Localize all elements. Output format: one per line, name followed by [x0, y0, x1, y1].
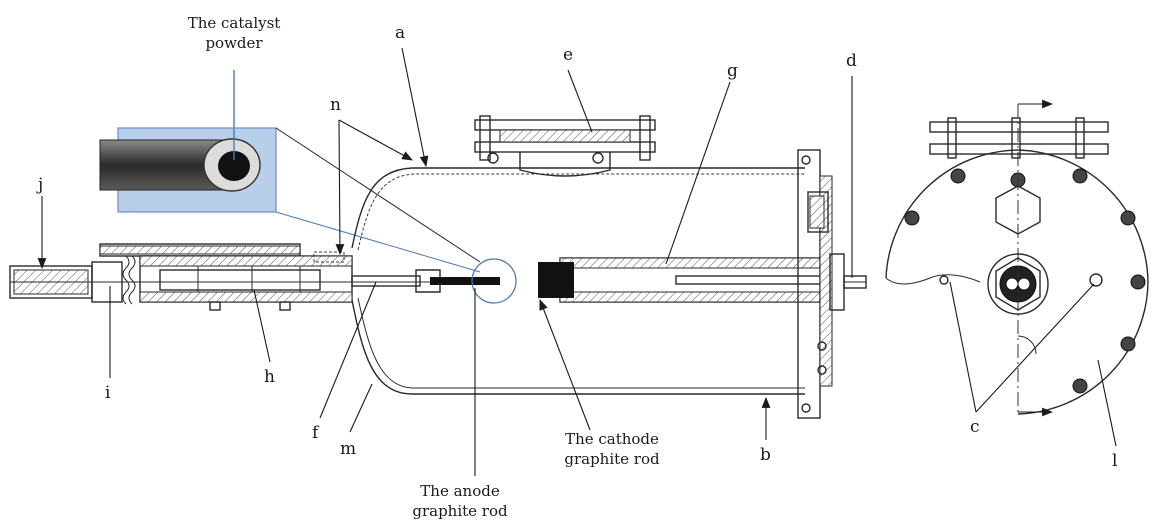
main-chamber: [351, 115, 867, 419]
label-catalyst-line1: The catalyst: [188, 14, 281, 32]
magnify-line-top: [275, 127, 481, 263]
magnify-line-bottom: [275, 211, 481, 273]
leader-lines: [37, 47, 1117, 476]
label-cathode-line1: The cathode: [565, 430, 659, 448]
label-j: j: [36, 175, 43, 195]
anode-rod: [430, 277, 500, 285]
label-h: h: [264, 367, 275, 387]
text-labels: The catalyst powder a n e g d j i h f m …: [36, 14, 1117, 520]
label-g: g: [727, 61, 738, 81]
end-view: [885, 99, 1149, 417]
left-feed-assembly: [9, 243, 450, 311]
label-a: a: [395, 23, 405, 43]
label-f: f: [312, 423, 320, 443]
label-n: n: [330, 95, 341, 115]
inset-powder-cavity: [218, 151, 250, 181]
label-c: c: [970, 417, 980, 437]
label-l: l: [1112, 451, 1117, 471]
magnify-circle: [471, 258, 517, 304]
label-b: b: [760, 445, 771, 465]
label-anode-line2: graphite rod: [412, 502, 508, 520]
label-d: d: [846, 51, 857, 71]
label-cathode-line2: graphite rod: [564, 450, 660, 468]
label-catalyst-line2: powder: [205, 34, 263, 52]
catalyst-inset: [99, 70, 481, 273]
label-anode-line1: The anode: [420, 482, 500, 500]
label-m: m: [340, 439, 356, 459]
label-e: e: [563, 45, 573, 65]
cathode-rod: [538, 262, 574, 298]
label-i: i: [105, 383, 111, 403]
